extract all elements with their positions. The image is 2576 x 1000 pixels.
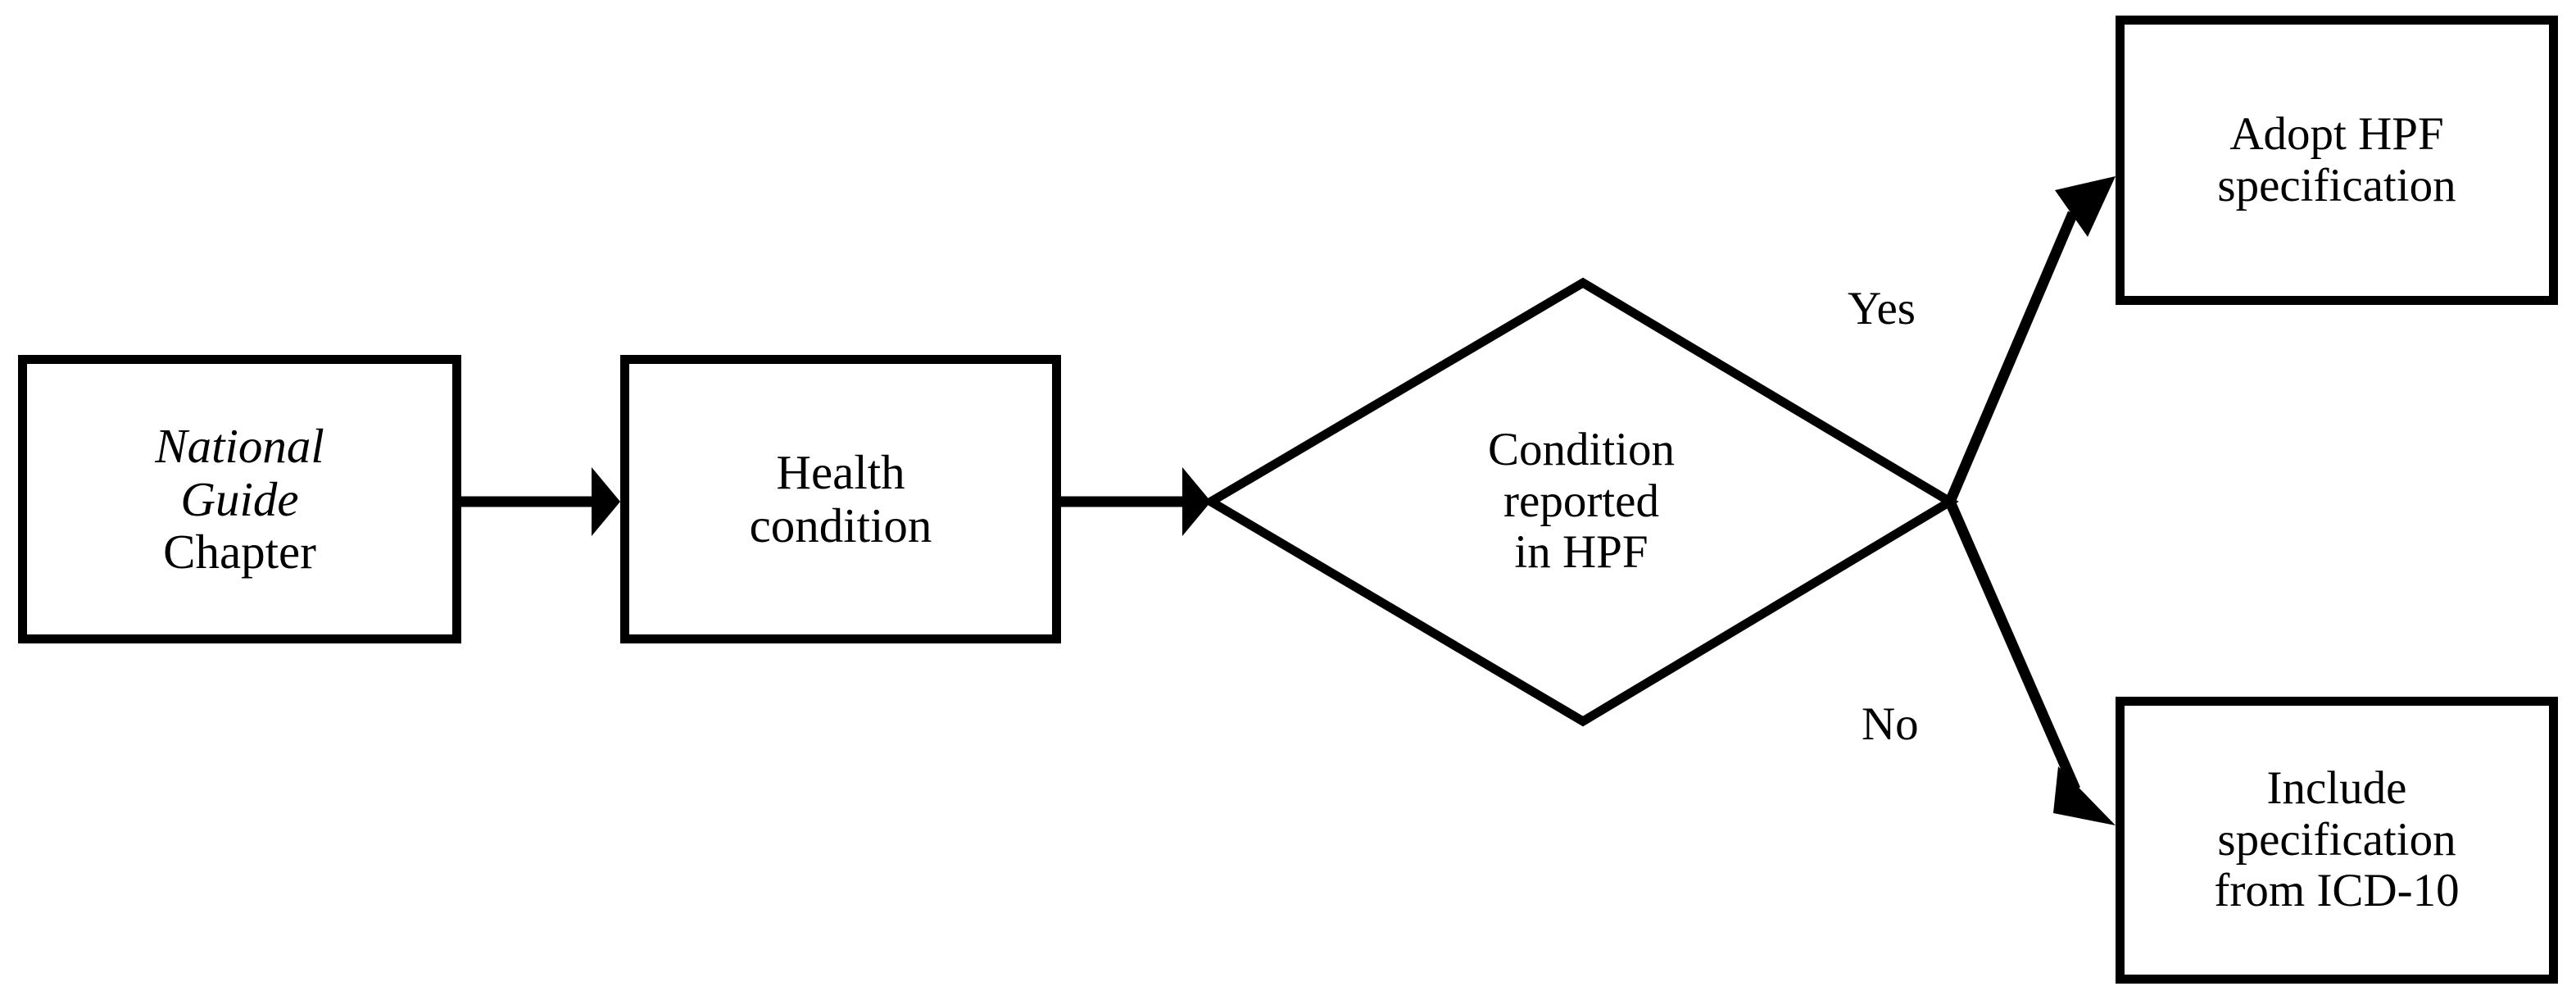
node-label-line-reported: reported [1503,475,1659,527]
edge-label-no: No [1862,698,1919,750]
node-label-line-national: National [155,418,324,473]
node-shape-national-guide-chapter[interactable] [18,355,461,643]
edge-condition-to-decision [1061,467,1211,536]
edge-decision-no [1945,499,2116,825]
node-label-national-guide-chapter: National Guide Chapter [18,355,461,643]
node-shape-health-condition[interactable] [620,355,1061,643]
node-label-health-condition: Health condition [620,355,1061,643]
edge-label-yes: Yes [1848,283,1916,334]
node-label-line-specification: specification [2217,159,2456,211]
node-label-line-condition-word: Condition [1487,423,1676,475]
node-label-adopt-hpf-specification: Adopt HPF specification [2116,16,2558,305]
node-shape-include-specification-icd10[interactable] [2116,697,2558,984]
node-label-line-from-icd10: from ICD-10 [2214,865,2460,917]
node-label-line-include: Include [2266,761,2407,814]
node-label-line-specification-2: specification [2217,813,2456,866]
node-label-line-condition: condition [749,498,932,552]
node-label-condition-reported-hpf: Condition reported in HPF [1311,352,1852,651]
node-shape-adopt-hpf-specification[interactable] [2116,16,2558,305]
node-label-line-chapter: Chapter [163,525,316,580]
node-label-line-health: Health [776,445,905,500]
node-label-line-guide: Guide [180,471,299,526]
edge-decision-yes [1945,176,2116,504]
node-label-line-in-hpf: in HPF [1514,526,1649,579]
node-label-line-adopt-hpf: Adopt HPF [2229,107,2444,160]
edge-guide-to-condition [461,467,620,536]
node-label-include-specification-icd10: Include specification from ICD-10 [2116,697,2558,984]
